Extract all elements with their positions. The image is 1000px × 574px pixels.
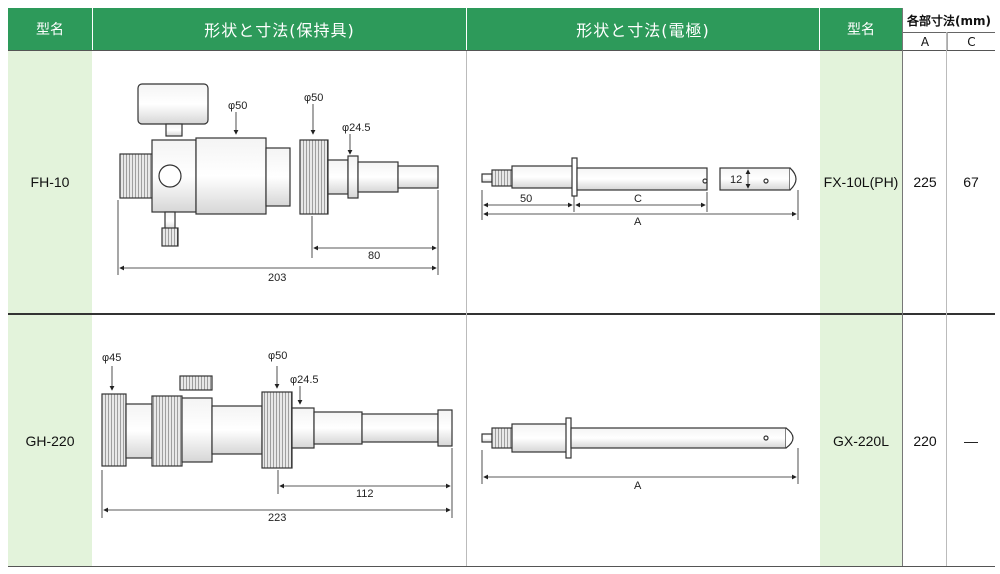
gh220-len-inner-label: 112: [356, 488, 374, 500]
col-divider-dims: [902, 8, 903, 566]
gh220-d3-label: φ24.5: [290, 374, 319, 386]
row2-electrode-drawing: [467, 315, 819, 566]
row2-electrode-model: GX-220L: [820, 315, 902, 566]
fh10-len-inner-label: 80: [368, 250, 381, 262]
row1-electrode-drawing: [467, 51, 819, 313]
row2-holder-model: GH-220: [8, 315, 92, 566]
header-col-c: C: [947, 32, 995, 50]
header-col-a: A: [903, 32, 947, 50]
gh220-d2-label: φ50: [268, 350, 288, 362]
fx10l-la-label: A: [634, 216, 642, 228]
gh220-d1-label: φ45: [102, 352, 122, 364]
fx10l-d1-label: 12: [730, 174, 743, 186]
fx10l-l2-label: C: [634, 193, 642, 205]
fh10-d1-label: φ50: [228, 100, 248, 112]
row1-electrode-model: FX-10L(PH): [820, 51, 902, 313]
fx10l-l1-label: 50: [520, 193, 533, 205]
col-divider-ac: [946, 32, 947, 566]
gh220-len-total-label: 223: [268, 512, 287, 524]
row1-dim-c: 67: [947, 51, 995, 313]
header-bottom-border: [8, 50, 995, 51]
header-model-right: 型名: [820, 8, 902, 50]
row1-dim-a: 225: [903, 51, 947, 313]
header-model-left: 型名: [8, 8, 92, 50]
fh10-len-total-label: 203: [268, 272, 287, 284]
col-divider-1: [466, 51, 467, 566]
row2-dim-c: —: [947, 315, 995, 566]
fh10-d2-label: φ50: [304, 92, 324, 104]
header-holder-title: 形状と寸法(保持具): [93, 8, 466, 50]
gx220l-la-label: A: [634, 480, 642, 492]
header-electrode-title: 形状と寸法(電極): [467, 8, 819, 50]
table-bottom-border: [8, 566, 995, 567]
row1-holder-model: FH-10: [8, 51, 92, 313]
header-dims-title: 各部寸法(mm): [907, 13, 991, 28]
fh10-d3-label: φ24.5: [342, 122, 371, 134]
row-divider: [8, 313, 995, 315]
row2-dim-a: 220: [903, 315, 947, 566]
